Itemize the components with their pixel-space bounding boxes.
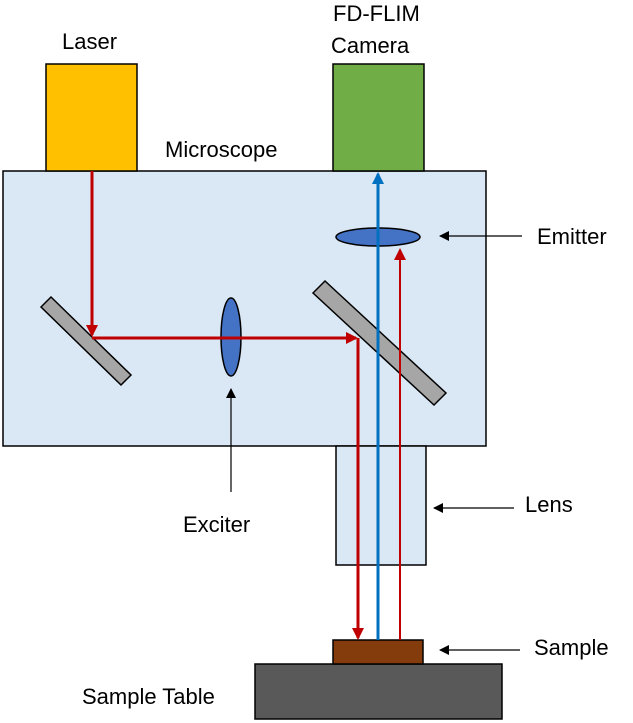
sample-label: Sample <box>534 635 609 660</box>
camera-label-line2: Camera <box>331 33 410 58</box>
laser-box <box>45 63 138 172</box>
sample-table-label: Sample Table <box>82 684 215 709</box>
microscope-body <box>2 170 487 447</box>
lens-label: Lens <box>525 492 573 517</box>
objective-lens-tube <box>335 445 427 566</box>
left-mirror <box>39 295 133 387</box>
sample-block <box>332 639 424 665</box>
laser-label: Laser <box>62 29 117 54</box>
exciter-label: Exciter <box>183 512 250 537</box>
camera-box <box>332 63 425 172</box>
sample-table <box>254 663 503 720</box>
emitter-label: Emitter <box>537 224 607 249</box>
microscope-label: Microscope <box>165 137 277 162</box>
camera-label-line1: FD-FLIM <box>333 1 420 26</box>
